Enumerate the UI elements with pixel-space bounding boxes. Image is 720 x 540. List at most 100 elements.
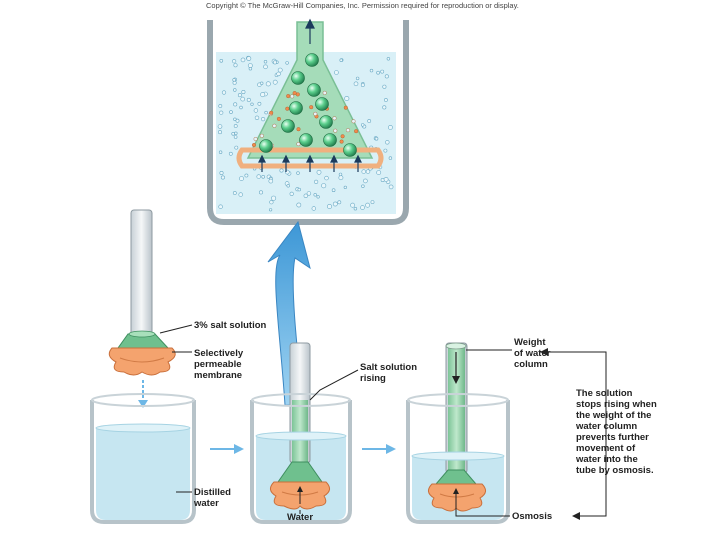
water-molecule	[272, 79, 278, 85]
water-molecule	[240, 96, 245, 102]
water-molecule	[285, 61, 289, 65]
water-molecule	[248, 66, 253, 71]
water-molecule	[260, 81, 264, 86]
water-molecule	[361, 169, 366, 174]
water-molecule	[374, 136, 379, 141]
water-molecule	[219, 171, 224, 176]
label-explanation-2: stops rising when	[576, 399, 657, 410]
water-molecule	[220, 175, 225, 180]
label-weight-2: of water	[514, 348, 551, 359]
ion-particle	[322, 90, 327, 95]
water-molecule	[355, 76, 360, 81]
process-arrow-2	[362, 444, 396, 454]
water-molecule	[382, 84, 387, 89]
ion-particle	[339, 139, 344, 144]
water-molecule	[338, 175, 344, 181]
water-molecule	[250, 102, 254, 106]
water-molecule	[269, 200, 274, 205]
water-molecule	[324, 175, 329, 181]
water-molecule	[369, 68, 374, 73]
water-molecule	[265, 81, 271, 87]
water-molecule	[360, 83, 365, 88]
water-molecule	[246, 97, 251, 102]
water-molecule	[313, 193, 317, 197]
water-molecule	[254, 115, 260, 121]
water-molecule	[239, 176, 244, 181]
label-explanation-4: water column	[575, 421, 637, 432]
water-molecule	[367, 119, 372, 123]
water-molecule	[353, 207, 358, 211]
ion-particle	[340, 134, 345, 139]
water-molecule	[332, 201, 338, 207]
ion-particle	[309, 105, 314, 110]
label-distilled-2: water	[193, 498, 219, 509]
ion-particle	[333, 128, 338, 133]
label-explanation-7: water into the	[575, 454, 638, 465]
label-weight-3: column	[514, 359, 548, 370]
water-molecule	[235, 118, 240, 123]
water-molecule	[385, 140, 390, 145]
water-molecule	[232, 191, 237, 195]
water-molecule	[363, 178, 368, 184]
water-molecule	[383, 148, 388, 153]
water-molecule	[365, 202, 370, 208]
water-molecule	[338, 172, 343, 177]
water-molecule	[233, 102, 238, 107]
ion-particle	[253, 136, 258, 141]
svg-text:Distilled water: Distilled water	[193, 487, 234, 509]
water-molecule	[257, 101, 262, 106]
water-molecule	[238, 192, 243, 197]
salt-molecule	[305, 53, 319, 67]
water-molecule	[233, 124, 238, 128]
label-salt-rising-2: rising	[360, 373, 386, 384]
label-membrane-2: permeable	[194, 359, 242, 370]
ion-particle	[351, 119, 356, 124]
water-molecule	[241, 90, 246, 95]
label-osmosis: Osmosis	[512, 511, 552, 522]
ion-particle	[269, 110, 274, 115]
water-molecule	[261, 175, 266, 179]
ion-particle	[354, 129, 359, 134]
svg-text:Salt solution rising: Salt solution rising	[360, 362, 420, 384]
water-molecule	[384, 74, 389, 79]
ion-particle	[259, 133, 264, 138]
water-molecule	[263, 59, 268, 64]
water-molecule	[218, 204, 223, 209]
water-molecule	[237, 93, 242, 98]
water-molecule	[233, 63, 238, 68]
water-molecule	[232, 78, 236, 82]
water-molecule	[229, 110, 233, 114]
water-molecule	[353, 81, 359, 87]
water-molecule	[334, 70, 339, 75]
water-molecule	[306, 191, 312, 196]
label-membrane-1: Selectively	[194, 348, 244, 359]
salt-molecule	[343, 143, 357, 157]
water-molecule	[233, 135, 238, 139]
water-molecule	[361, 184, 365, 188]
ion-particle	[346, 128, 351, 133]
water-molecule	[268, 178, 274, 184]
ion-particle	[276, 116, 281, 121]
water-molecule	[321, 183, 327, 189]
water-molecule	[303, 193, 308, 199]
water-molecule	[386, 57, 391, 61]
water-molecule	[221, 90, 227, 95]
water-molecule	[232, 80, 237, 85]
water-molecule	[343, 185, 347, 189]
water-molecule	[286, 184, 290, 188]
ion-particle	[286, 94, 291, 99]
water-molecule	[277, 67, 283, 73]
svg-text:The solution stops rising: The solution stops rising when the weigh…	[575, 388, 659, 476]
water-molecule	[388, 184, 394, 190]
water-molecule	[246, 56, 252, 61]
water-molecule	[382, 105, 387, 110]
water-molecule	[296, 171, 300, 175]
label-distilled-1: Distilled	[194, 487, 231, 498]
water-molecule	[289, 191, 294, 196]
water-molecule	[331, 188, 336, 192]
salt-molecule	[299, 133, 313, 147]
salt-molecule	[319, 115, 333, 129]
magnified-inset	[207, 18, 409, 225]
water-molecule	[256, 174, 261, 179]
label-explanation-1: The solution	[576, 388, 633, 399]
